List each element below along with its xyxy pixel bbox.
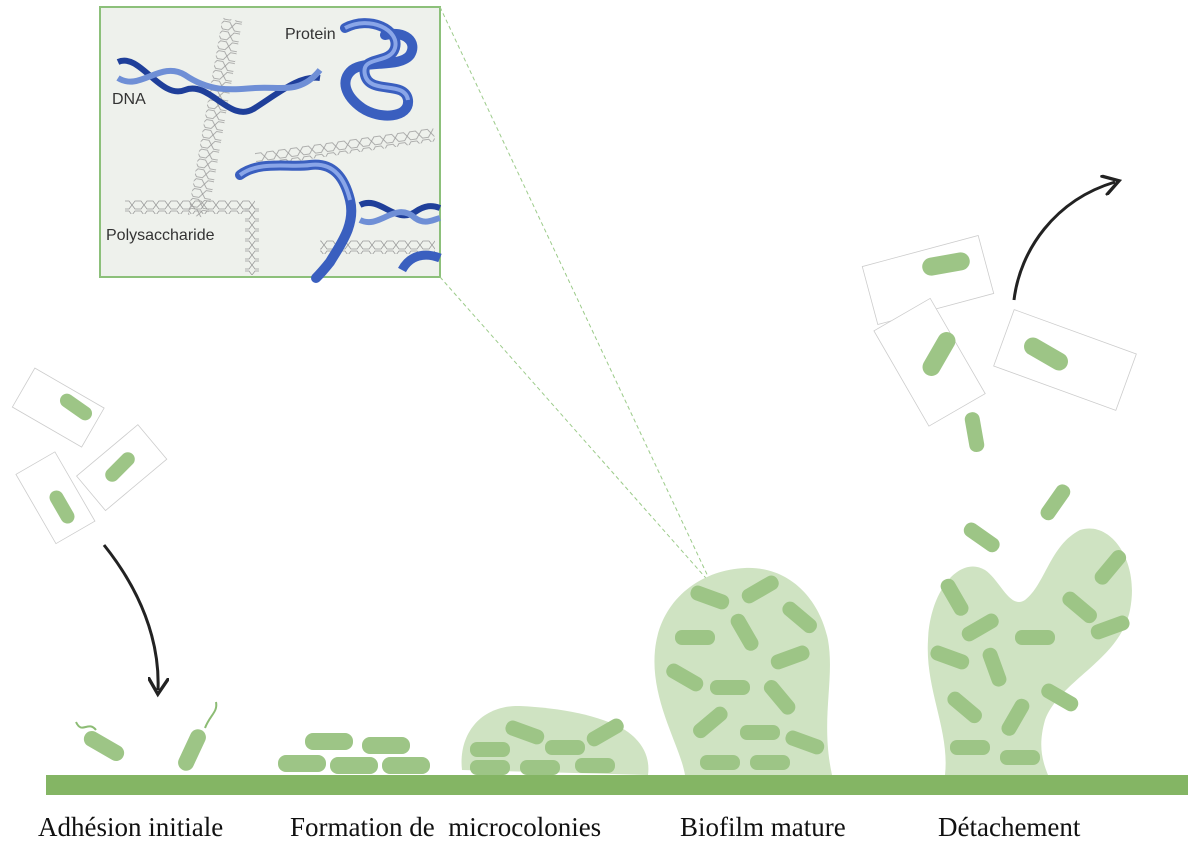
zoom-guides — [440, 7, 712, 585]
bacterium — [81, 728, 127, 764]
detaching-matrix — [928, 528, 1132, 775]
matrix-inset: Protein DNA Polysaccharide — [100, 7, 440, 278]
label-dna: DNA — [112, 91, 146, 108]
label-microcolony-formation: Formation de microcolonies — [290, 812, 601, 843]
arrow-adhesion — [104, 545, 158, 690]
label-mature-biofilm: Biofilm mature — [680, 812, 846, 843]
released-bacteria — [862, 235, 1136, 426]
stage-detachment — [862, 182, 1136, 775]
label-polysaccharide: Polysaccharide — [106, 227, 215, 244]
stage-mature-biofilm — [654, 568, 832, 775]
label-protein: Protein — [285, 26, 336, 43]
substrate-surface — [46, 775, 1188, 795]
label-detachment: Détachement — [938, 812, 1080, 843]
label-initial-adhesion: Adhésion initiale — [38, 812, 223, 843]
bacterium — [175, 727, 208, 774]
arrow-detachment — [1014, 182, 1115, 300]
stage-adhesion — [12, 368, 216, 773]
free-bacteria-group — [12, 368, 166, 544]
stage-microcolonies — [278, 706, 648, 775]
